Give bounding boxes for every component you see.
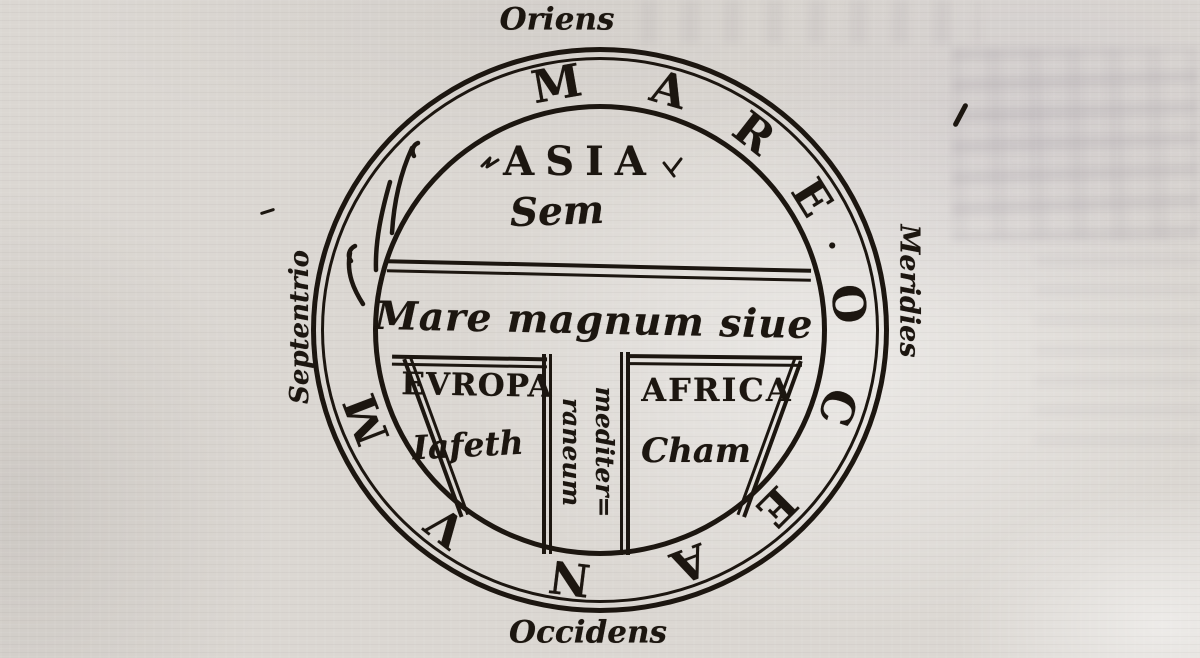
septentrio-label: Septentrio <box>285 250 315 404</box>
africa-box-top-border <box>626 354 803 367</box>
ocean-ring-letter: O <box>820 281 878 327</box>
ocean-ring-letter: M <box>527 53 586 115</box>
sem-label: Sem <box>509 186 605 237</box>
europa-label: EVROPA <box>400 366 554 405</box>
ocean-waves-icon <box>346 140 421 307</box>
mediterraneum-right-border <box>620 352 630 555</box>
ink-smudge-small <box>259 207 276 216</box>
mediterraneum-line1: mediter= <box>590 386 619 518</box>
earth-inner-circle <box>373 104 827 556</box>
mediterraneum-left-border <box>542 354 552 554</box>
cham-label: Cham <box>641 431 751 471</box>
oriens-label: Oriens <box>499 1 615 38</box>
asia-label: ASIA <box>503 138 657 185</box>
occidens-label: Occidens <box>509 614 667 651</box>
asia-fleuron-left-icon <box>480 156 500 169</box>
ocean-ring-inner-border-circle <box>321 57 879 603</box>
ocean-ring-outer-circle <box>311 47 889 613</box>
ink-smudge <box>952 102 969 128</box>
asia-fleuron-right-icon <box>662 157 683 178</box>
mare-magnum-label: Mare magnum siue <box>374 292 814 349</box>
mediterraneum-line2: raneum <box>557 397 586 507</box>
africa-label: AFRICA <box>641 371 793 409</box>
ocean-ring-letter: N <box>545 549 594 607</box>
iafeth-label: Iafeth <box>411 422 525 468</box>
meridies-label: Meridies <box>893 224 925 358</box>
mediterraneum-label: mediter= raneum <box>555 364 621 540</box>
